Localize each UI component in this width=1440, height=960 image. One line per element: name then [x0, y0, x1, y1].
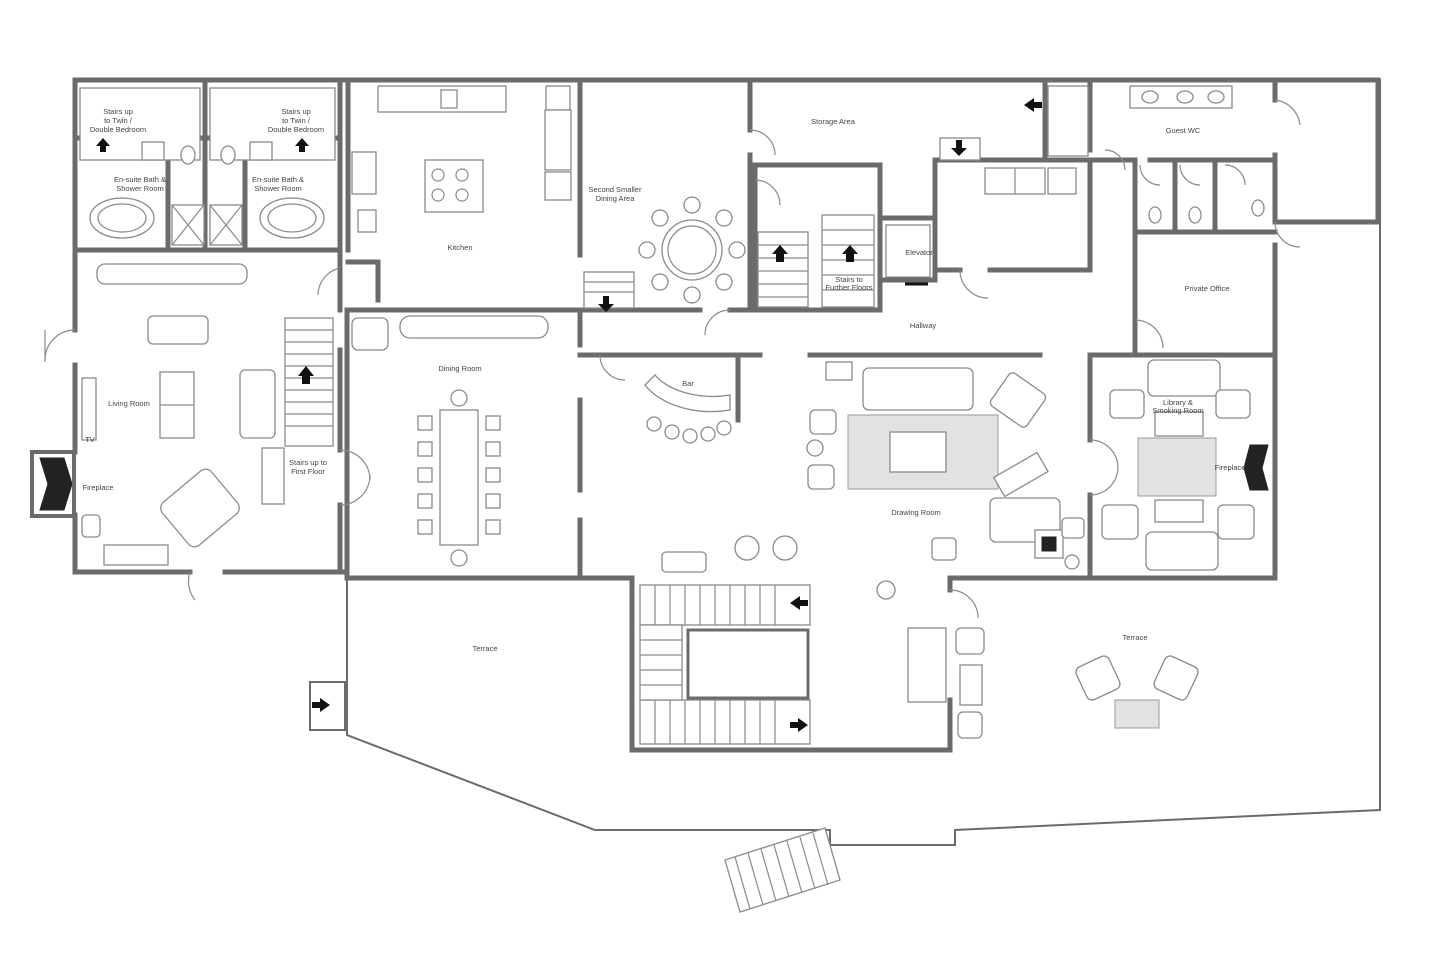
label-library: Library &Smoking Room [1152, 398, 1203, 415]
stair-arrow-up-icon [842, 245, 858, 262]
label-hallway: Hallway [910, 321, 937, 330]
label-guest-wc: Guest WC [1166, 126, 1201, 135]
stair-treads [79, 85, 1089, 913]
kitchen-fixtures [96, 85, 572, 339]
doors [44, 99, 1301, 619]
bathroom-fixtures [89, 85, 1265, 246]
stair-arrow-up-icon [96, 138, 110, 152]
bar-counter [644, 374, 732, 444]
label-terrace-left: Terrace [472, 644, 497, 653]
terrace-furniture [876, 580, 1199, 739]
label-drawing-room: Drawing Room [891, 508, 941, 517]
label-bar: Bar [682, 379, 694, 388]
stair-arrow-up-icon [295, 138, 309, 152]
stair-arrow-down-icon [598, 296, 614, 312]
label-elevator: Elevator [905, 248, 933, 257]
stair-arrow-right-icon [790, 718, 808, 732]
stair-arrow-up-icon [772, 245, 788, 262]
label-private-office: Private Office [1185, 284, 1230, 293]
stair-arrow-left-icon [790, 596, 808, 610]
living-room-furniture [30, 315, 276, 566]
label-ensuite-a: En-suite Bath &Shower Room [114, 175, 166, 193]
exterior-walls [72, 77, 1381, 581]
label-fireplace-left: Fireplace [83, 483, 114, 492]
stair-arrow-right-icon [312, 698, 330, 712]
utility-units [984, 167, 1077, 195]
label-dining-room: Dining Room [438, 364, 481, 373]
label-ensuite-b: En-suite Bath &Shower Room [252, 175, 304, 193]
stair-arrow-up-icon [298, 366, 314, 384]
interior-walls [72, 77, 1278, 753]
dining-table [351, 317, 501, 567]
elevator-box [885, 224, 931, 286]
label-fireplace-right: Fireplace [1215, 463, 1246, 472]
stair-arrow-left-icon [1024, 98, 1042, 112]
label-living-room: Living Room [108, 399, 150, 408]
round-dining-table [638, 196, 746, 304]
stair-arrows [96, 98, 1042, 732]
label-kitchen: Kitchen [447, 243, 472, 252]
stair-arrow-down-icon [951, 140, 967, 156]
label-storage: Storage Area [811, 117, 856, 126]
label-tv: TV [85, 435, 95, 444]
drawing-room-furniture [661, 361, 1085, 573]
label-terrace-right: Terrace [1122, 633, 1147, 642]
library-furniture [1101, 359, 1269, 571]
